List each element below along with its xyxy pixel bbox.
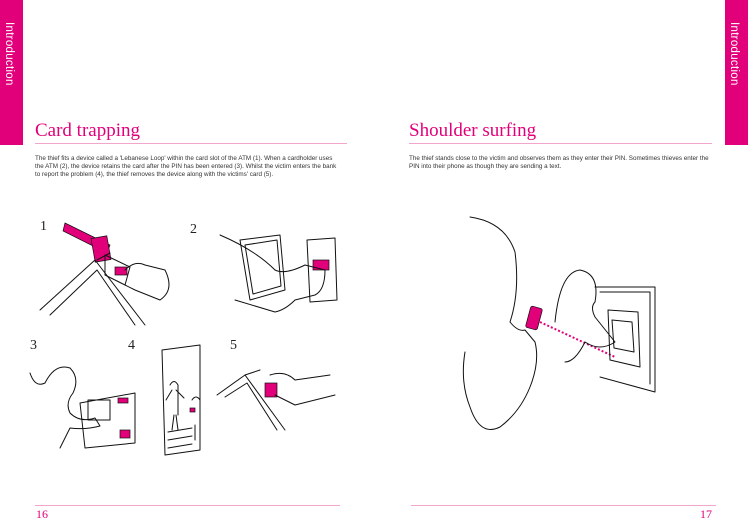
body-text-shoulder-surfing: The thief stands close to the victim and… — [409, 155, 709, 171]
step-number-3: 3 — [30, 338, 37, 353]
section-tab-right: Introduction — [725, 0, 748, 145]
footer-rule — [411, 505, 716, 506]
illustration-step-2 — [219, 234, 338, 313]
heading-rule — [409, 143, 712, 144]
step-number-1: 1 — [40, 219, 47, 234]
page-number-left: 16 — [36, 507, 48, 521]
illustration-step-3 — [29, 366, 136, 449]
illustration-step-1 — [39, 222, 170, 326]
page-title-shoulder-surfing: Shoulder surfing — [409, 120, 537, 141]
illustration-step-4 — [161, 344, 201, 456]
section-tab-label: Introduction — [728, 22, 740, 86]
illustration-shoulder-surfing — [462, 216, 656, 430]
page-number-right: 17 — [700, 507, 712, 521]
section-tab-left: Introduction — [0, 0, 23, 145]
page-title-card-trapping: Card trapping — [35, 120, 141, 141]
step-number-2: 2 — [190, 222, 197, 237]
section-tab-label: Introduction — [3, 22, 15, 86]
step-number-4: 4 — [128, 338, 135, 353]
heading-rule — [35, 143, 347, 144]
step-number-5: 5 — [230, 338, 237, 353]
illustration-step-5 — [216, 369, 336, 431]
body-text-card-trapping: The thief fits a device called a 'Lebane… — [35, 155, 337, 179]
footer-rule — [35, 505, 340, 506]
